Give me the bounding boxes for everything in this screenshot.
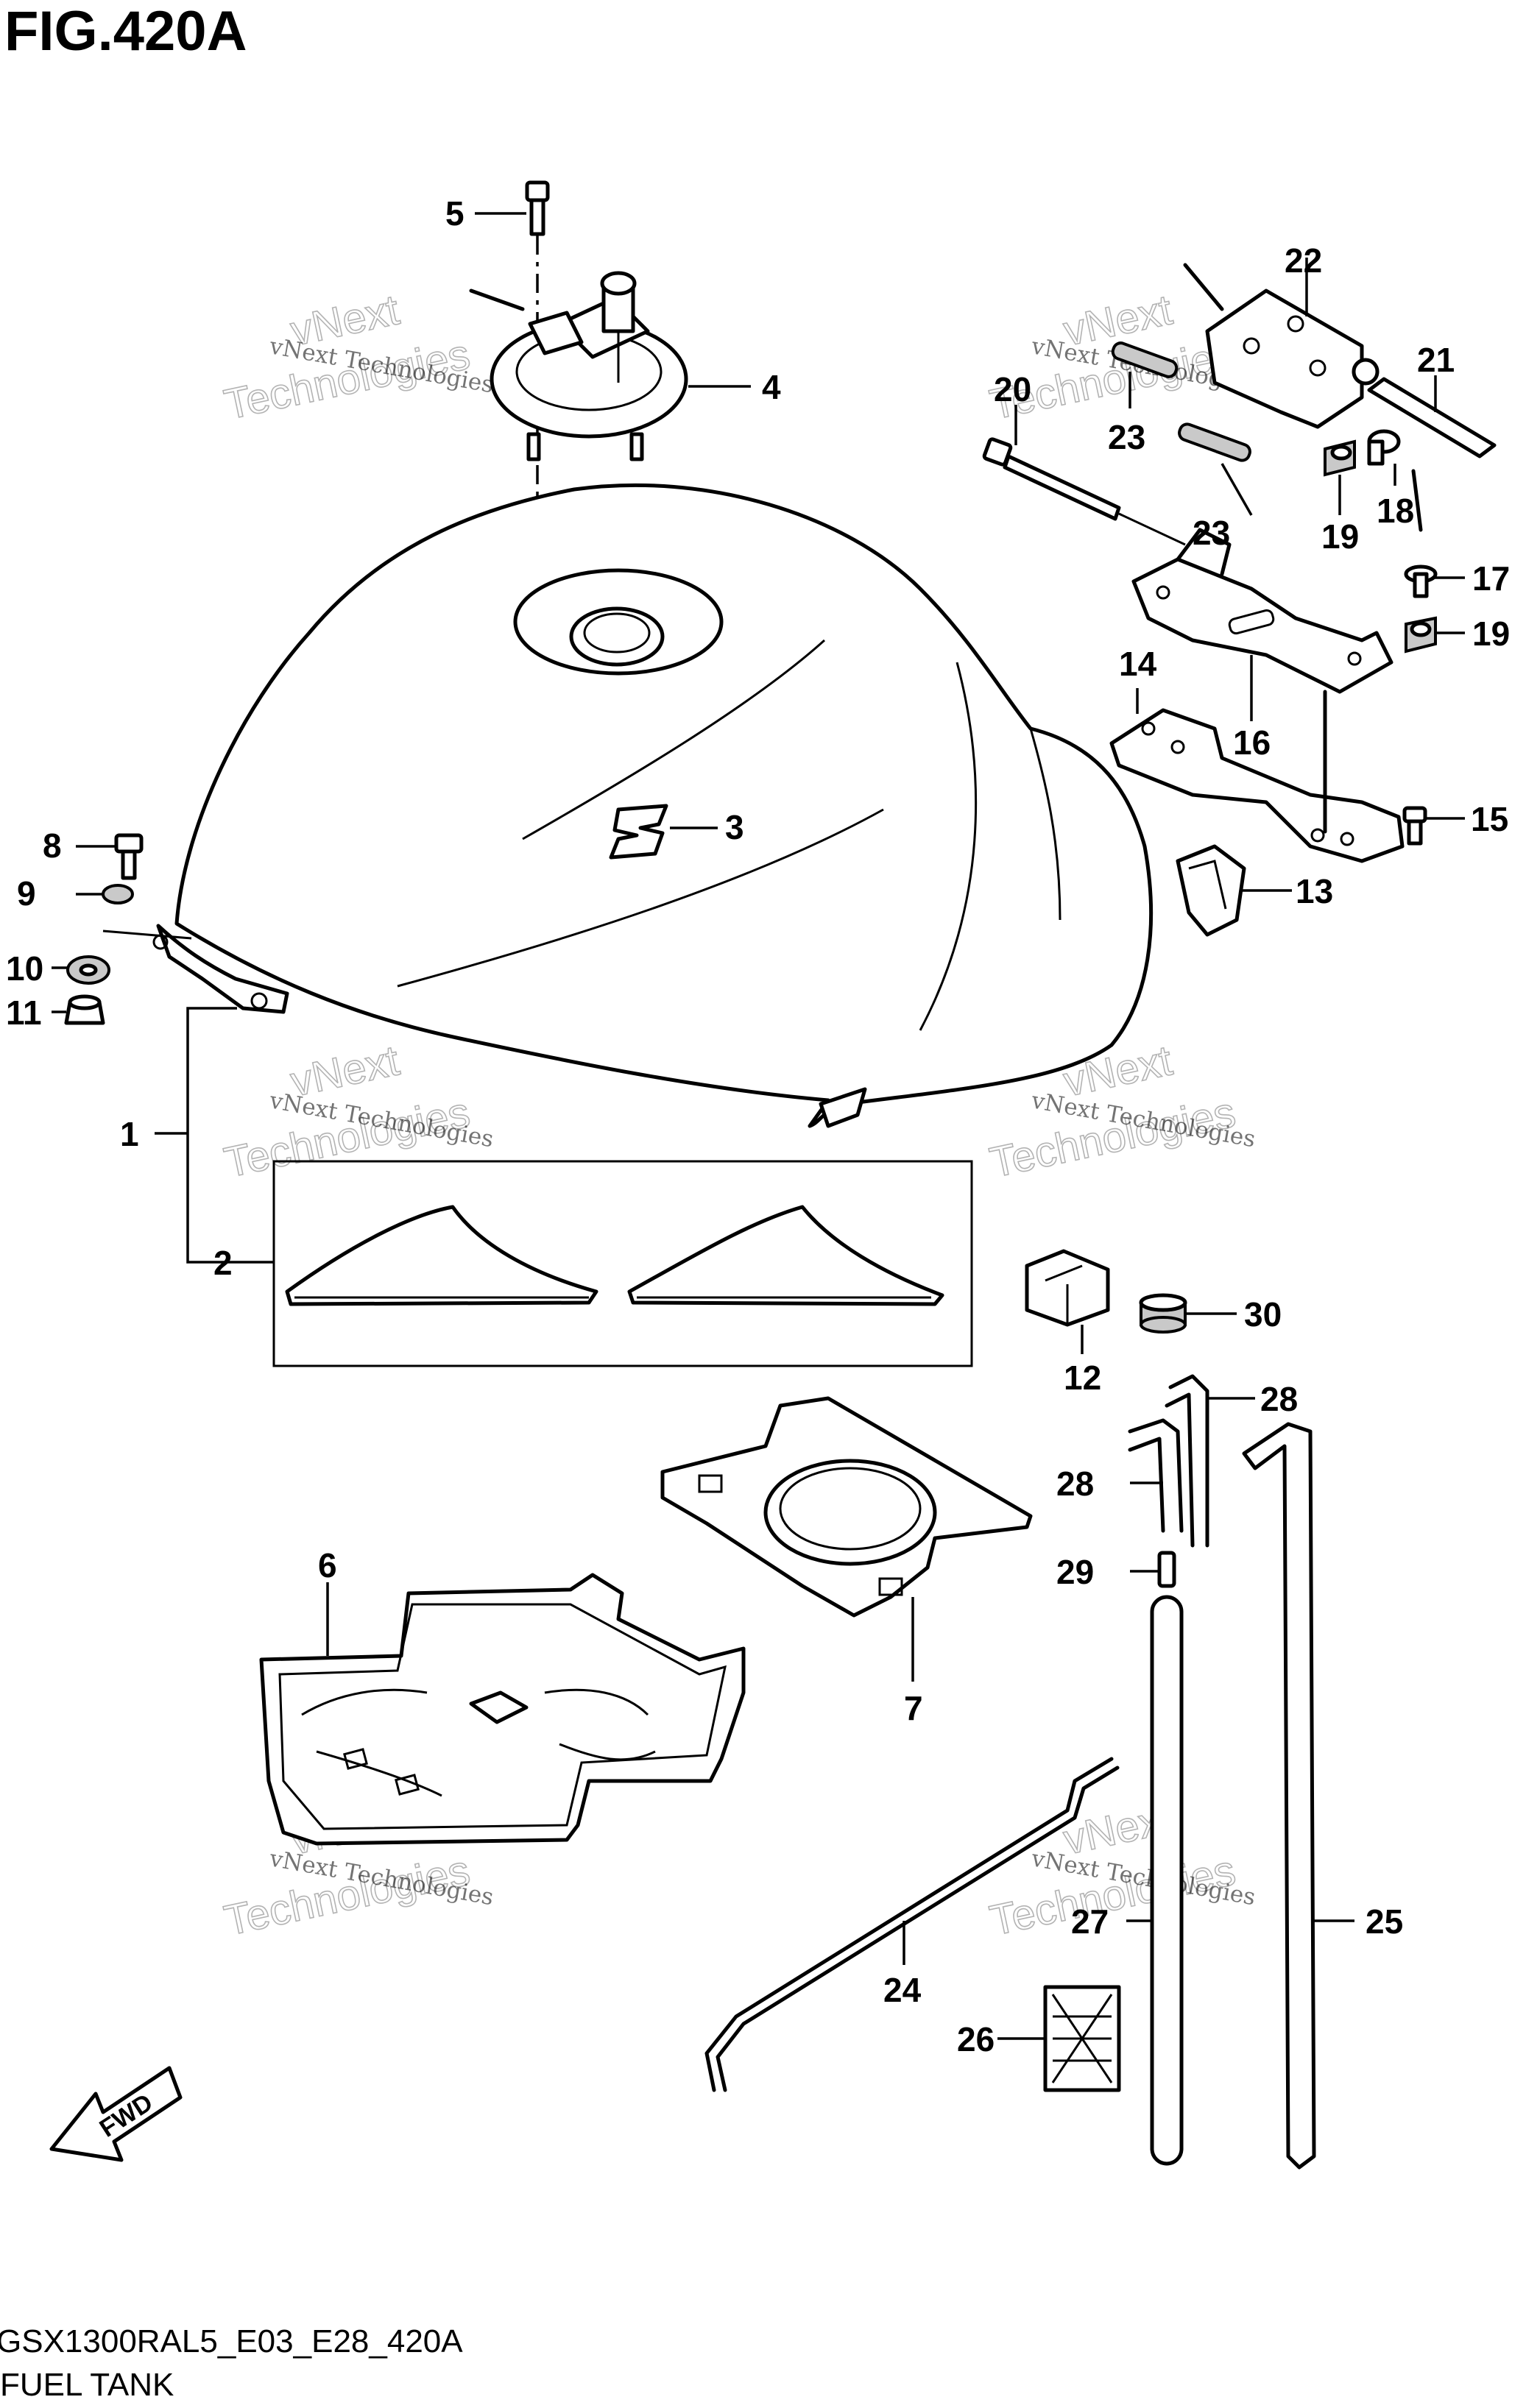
part-1-fuel-tank <box>152 483 1154 1128</box>
callout-28a: 28 <box>1056 1465 1094 1503</box>
part-24-hose <box>704 1757 1120 2092</box>
callout-4: 4 <box>762 368 781 406</box>
callout-19b: 19 <box>1472 615 1510 653</box>
callout-2: 2 <box>213 1244 233 1282</box>
callout-15: 15 <box>1471 800 1508 838</box>
part-16-seat-bracket <box>1131 528 1393 694</box>
callout-24: 24 <box>883 1971 922 2009</box>
part-11-collar <box>64 994 105 1025</box>
callout-13: 13 <box>1296 872 1333 910</box>
part-25-hose <box>1242 1422 1316 2170</box>
callout-28b: 28 <box>1260 1380 1298 1418</box>
part-4-fuel-cap <box>469 271 688 461</box>
callout-30: 30 <box>1244 1295 1282 1334</box>
callout-9: 9 <box>17 874 36 913</box>
part-9-washer <box>102 884 134 904</box>
part-2-emblem-set <box>272 1160 973 1367</box>
part-13-cushion <box>1176 844 1246 937</box>
part-26-tape <box>1043 1985 1121 2092</box>
callout-17: 17 <box>1472 559 1510 598</box>
watermark-top-left: Technologies vNext vNext Technologies <box>219 286 495 430</box>
callout-20: 20 <box>994 370 1031 408</box>
part-27-hose <box>1150 1595 1184 2166</box>
part-15-bolt <box>1402 806 1427 846</box>
part-22-bracket <box>1183 263 1423 532</box>
part-7-cushion-plate <box>660 1396 1033 1618</box>
figure-code: GSX1300RAL5_E03_E28_420A <box>0 2323 463 2359</box>
part-19-nut-lower <box>1405 616 1437 654</box>
callout-23b: 23 <box>1193 514 1230 552</box>
leader-lines <box>52 212 1465 2040</box>
forward-arrow-icon: FWD <box>49 2066 183 2162</box>
callout-14: 14 <box>1119 645 1157 683</box>
figure-name: FUEL TANK <box>0 2367 174 2403</box>
callout-labels: 5 4 3 8 9 10 11 1 2 22 21 20 23 23 18 19… <box>6 194 1510 2058</box>
callout-27: 27 <box>1071 1902 1109 1941</box>
callout-16: 16 <box>1233 723 1271 762</box>
callout-1: 1 <box>120 1115 139 1153</box>
part-28-hose-right <box>1165 1374 1209 1548</box>
part-10-grommet <box>66 955 110 985</box>
callout-18: 18 <box>1377 492 1414 530</box>
part-18-bolt <box>1367 429 1401 466</box>
part-29-joint <box>1157 1551 1176 1588</box>
figure-title: FIG.420A <box>4 0 247 63</box>
callout-25: 25 <box>1366 1902 1403 1941</box>
part-23-rubber-bottom <box>1178 422 1251 462</box>
leader-8-11 <box>102 929 192 940</box>
callout-23a: 23 <box>1108 418 1145 456</box>
part-8-bolt <box>114 833 144 880</box>
callout-3: 3 <box>725 808 744 846</box>
callout-21: 21 <box>1417 341 1455 379</box>
part-14-rear-bracket <box>1109 690 1405 863</box>
callout-10: 10 <box>6 949 43 988</box>
callout-7: 7 <box>904 1689 923 1727</box>
part-17-bolt <box>1404 564 1438 598</box>
part-12-cushion <box>1025 1249 1110 1327</box>
callout-19a: 19 <box>1321 517 1359 556</box>
watermark-mid-left: Technologies vNext vNext Technologies <box>219 1036 495 1188</box>
callout-5: 5 <box>445 194 464 233</box>
part-21-pin <box>1367 377 1497 458</box>
callout-26: 26 <box>957 2020 995 2058</box>
callout-12: 12 <box>1064 1359 1101 1397</box>
callout-22: 22 <box>1285 241 1322 280</box>
callout-11: 11 <box>6 994 42 1032</box>
part-30-collar <box>1139 1293 1187 1334</box>
watermark-bottom-right: Technologies vNext vNext Technologies <box>985 1794 1257 1946</box>
callout-8: 8 <box>43 826 62 865</box>
part-6-heat-guard <box>259 1573 746 1846</box>
callout-6: 6 <box>318 1546 337 1584</box>
callout-29: 29 <box>1056 1553 1094 1591</box>
part-19-nut-upper <box>1324 439 1356 477</box>
part-23-rubber-top <box>1111 341 1179 378</box>
part-20-long-bolt <box>982 437 1186 546</box>
part-28-hose-left <box>1128 1418 1184 1533</box>
